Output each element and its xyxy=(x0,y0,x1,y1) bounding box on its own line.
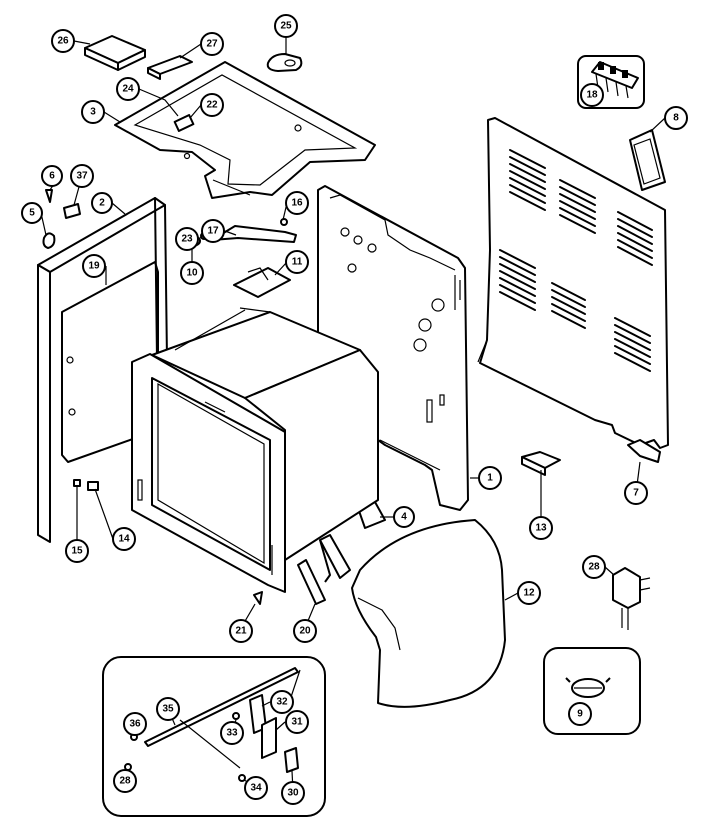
callout-11: 11 xyxy=(285,250,309,274)
callout-26: 26 xyxy=(51,29,75,53)
callout-4-label: 4 xyxy=(401,512,407,523)
callout-27-label: 27 xyxy=(206,39,218,50)
callout-18-label: 18 xyxy=(586,90,598,101)
callout-23-label: 23 xyxy=(181,234,193,245)
rear-panel xyxy=(477,117,669,449)
callout-23: 23 xyxy=(175,227,199,251)
callout-25: 25 xyxy=(274,14,298,38)
callout-22: 22 xyxy=(200,93,224,117)
callout-13: 13 xyxy=(529,516,553,540)
callout-22-label: 22 xyxy=(206,100,218,111)
callout-35-label: 35 xyxy=(162,704,174,715)
callout-26-label: 26 xyxy=(57,36,69,47)
callout-8-label: 8 xyxy=(673,113,679,124)
callout-34: 34 xyxy=(244,776,268,800)
callout-15: 15 xyxy=(65,539,89,563)
insulation-part-12 xyxy=(351,519,506,708)
callout-1-label: 1 xyxy=(487,473,493,484)
callout-33-label: 33 xyxy=(226,728,238,739)
callout-32-label: 32 xyxy=(276,697,288,708)
callout-28-inset: 28 xyxy=(113,769,137,793)
callout-28-plug-label: 28 xyxy=(588,562,600,573)
part-26-block xyxy=(84,35,146,71)
callout-20: 20 xyxy=(293,619,317,643)
callout-21: 21 xyxy=(229,619,253,643)
callout-20-label: 20 xyxy=(299,626,311,637)
callouts: 26 27 25 24 22 3 18 8 6 37 5 2 16 23 17 … xyxy=(21,14,688,805)
part-25-knob xyxy=(266,53,303,72)
callout-21-label: 21 xyxy=(235,626,247,637)
callout-37-label: 37 xyxy=(76,171,88,182)
callout-28-inset-label: 28 xyxy=(119,776,131,787)
callout-35: 35 xyxy=(156,697,180,721)
callout-36: 36 xyxy=(123,712,147,736)
callout-14-label: 14 xyxy=(118,534,130,545)
part-28-plug xyxy=(612,567,651,630)
callout-8: 8 xyxy=(664,106,688,130)
callout-7: 7 xyxy=(624,481,648,505)
top-cover-part-3 xyxy=(114,61,376,199)
callout-18: 18 xyxy=(580,83,604,107)
part-27-bracket xyxy=(147,55,193,80)
callout-11-label: 11 xyxy=(292,257,303,268)
part-9-inset xyxy=(543,647,641,735)
callout-31-label: 31 xyxy=(291,717,303,728)
callout-14: 14 xyxy=(112,527,136,551)
callout-9: 9 xyxy=(568,702,592,726)
front-frame-part-2 xyxy=(37,197,169,543)
callout-31: 31 xyxy=(285,710,309,734)
callout-12: 12 xyxy=(517,581,541,605)
rod-assembly-inset xyxy=(102,656,326,817)
callout-1: 1 xyxy=(478,466,502,490)
callout-24: 24 xyxy=(116,77,140,101)
callout-36-label: 36 xyxy=(129,719,141,730)
callout-2: 2 xyxy=(91,192,113,214)
callout-2-label: 2 xyxy=(99,198,105,209)
callout-5-label: 5 xyxy=(29,208,35,219)
small-parts-left xyxy=(42,189,99,491)
part-7-bracket xyxy=(627,439,661,463)
callout-7-label: 7 xyxy=(633,488,639,499)
part-20-hinge xyxy=(297,534,351,605)
callout-24-label: 24 xyxy=(122,84,134,95)
callout-32: 32 xyxy=(270,690,294,714)
callout-19-label: 19 xyxy=(88,261,100,272)
callout-10-label: 10 xyxy=(186,268,198,279)
callout-27: 27 xyxy=(200,32,224,56)
callout-17-label: 17 xyxy=(207,226,219,237)
callout-30-label: 30 xyxy=(287,788,299,799)
part-21-screw xyxy=(253,591,263,605)
callout-13-label: 13 xyxy=(535,523,547,534)
callout-6-label: 6 xyxy=(49,171,55,182)
callout-3: 3 xyxy=(81,100,105,124)
callout-4: 4 xyxy=(393,506,415,528)
oven-cavity xyxy=(131,307,379,593)
callout-30: 30 xyxy=(281,781,305,805)
callout-3-label: 3 xyxy=(90,107,96,118)
callout-37: 37 xyxy=(70,164,94,188)
callout-16: 16 xyxy=(285,191,309,215)
callout-25-label: 25 xyxy=(280,21,292,32)
callout-10: 10 xyxy=(180,261,204,285)
callout-28-plug: 28 xyxy=(582,555,606,579)
part-13-clip xyxy=(521,451,561,476)
callout-12-label: 12 xyxy=(523,588,535,599)
callout-5: 5 xyxy=(21,202,43,224)
callout-9-label: 9 xyxy=(577,709,583,720)
callout-16-label: 16 xyxy=(291,198,303,209)
part-8-bracket xyxy=(629,129,666,191)
callout-17: 17 xyxy=(201,219,225,243)
callout-19: 19 xyxy=(82,254,106,278)
callout-34-label: 34 xyxy=(250,783,262,794)
part-11-mount xyxy=(233,267,291,298)
callout-33: 33 xyxy=(220,721,244,745)
part-18-inset xyxy=(577,55,645,109)
callout-6: 6 xyxy=(41,165,63,187)
callout-15-label: 15 xyxy=(71,546,83,557)
